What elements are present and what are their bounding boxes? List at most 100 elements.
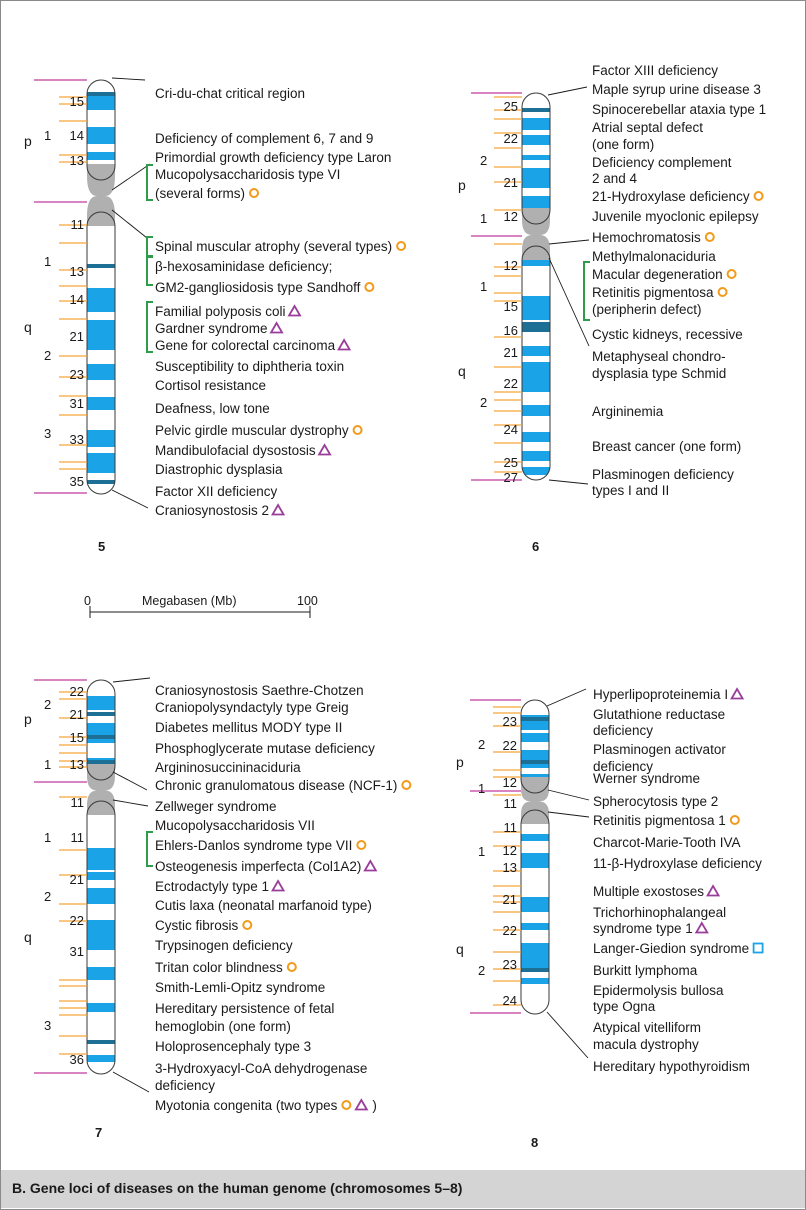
disease-label: dysplasia type Schmid — [592, 366, 726, 381]
band-label: 22 — [503, 923, 517, 938]
disease-label: Multiple exostoses — [593, 884, 704, 899]
region-number: 1 — [44, 757, 51, 772]
dark-band — [87, 735, 115, 739]
orange-circle-icon — [249, 188, 260, 198]
orange-circle-icon — [401, 780, 412, 790]
disease-label: Gardner syndrome — [155, 321, 268, 336]
euchromatin-band — [521, 750, 549, 768]
band-label: 22 — [503, 738, 517, 753]
arm-label-p: p — [24, 133, 32, 149]
euchromatin-band — [87, 920, 115, 950]
chromosome-5: 1514131113142123313335pq11235Cri-du-chat… — [24, 77, 407, 554]
euchromatin-band — [87, 1003, 115, 1012]
disease-label: Retinitis pigmentosa — [592, 285, 714, 300]
euchromatin-band — [521, 733, 549, 742]
euchromatin-band — [87, 127, 115, 144]
dark-band — [522, 108, 550, 112]
band-label: 23 — [70, 367, 84, 382]
euchromatin-band — [87, 723, 115, 743]
orange-circle-icon — [341, 1100, 352, 1110]
band-label: 13 — [503, 860, 517, 875]
disease-label: Deafness, low tone — [155, 401, 270, 416]
orange-circle-icon — [704, 232, 715, 242]
disease-label-suffix: ) — [372, 1098, 377, 1113]
locus-bracket — [583, 261, 590, 321]
disease-label: Atypical vitelliform — [593, 1020, 701, 1035]
band-label: 11 — [71, 795, 85, 810]
blue-square-icon — [752, 942, 764, 954]
disease-label: Hereditary hypothyroidism — [593, 1059, 750, 1074]
disease-label: 3-Hydroxyacyl-CoA dehydrogenase — [155, 1061, 367, 1076]
disease-label: Osteogenesis imperfecta (Col1A2) — [155, 859, 361, 874]
euchromatin-band — [522, 432, 550, 442]
band-label: 14 — [70, 128, 84, 143]
disease-label: Hereditary persistence of fetal — [155, 1001, 334, 1016]
disease-label: Pelvic girdle muscular dystrophy — [155, 423, 349, 438]
dark-band — [521, 760, 549, 764]
chromatid-outline — [520, 699, 550, 794]
dark-band — [522, 322, 550, 332]
region-number: 1 — [44, 254, 51, 269]
disease-label: (several forms) — [155, 186, 245, 201]
band-label: 11 — [71, 830, 85, 845]
euchromatin-band — [522, 296, 550, 320]
centromere — [87, 764, 115, 791]
locus-bracket — [146, 301, 153, 353]
disease-label: Chronic granulomatous disease (NCF-1) — [155, 778, 397, 793]
disease-label: Holoprosencephaly type 3 — [155, 1039, 311, 1054]
disease-label: Zellweger syndrome — [155, 799, 277, 814]
disease-label: Diastrophic dysplasia — [155, 462, 283, 477]
chromosome-7: 22211513111121223136pq211237Craniosynost… — [24, 677, 412, 1140]
orange-circle-icon — [364, 282, 375, 292]
band-label: 16 — [504, 323, 518, 338]
locus-pointer — [112, 677, 151, 683]
disease-label: Langer-Giedion syndrome — [593, 941, 749, 956]
disease-label: deficiency — [593, 759, 653, 774]
band-label: 11 — [71, 217, 85, 232]
locus-pointer — [547, 811, 590, 818]
band-label: 21 — [70, 329, 84, 344]
disease-label: types I and II — [592, 483, 669, 498]
region-number: 2 — [44, 348, 51, 363]
band-label: 23 — [503, 714, 517, 729]
euchromatin-band — [522, 405, 550, 416]
band-label: 24 — [503, 993, 517, 1008]
dark-band — [87, 480, 115, 484]
disease-label: Argininemia — [592, 404, 664, 419]
centromere — [521, 801, 549, 824]
chromosome-number: 5 — [98, 539, 105, 554]
purple-triangle-icon — [317, 443, 332, 456]
band-label: 22 — [504, 131, 518, 146]
arm-label-q: q — [456, 941, 464, 957]
band-label: 22 — [70, 684, 84, 699]
locus-pointer — [111, 77, 146, 81]
disease-label: Charcot-Marie-Tooth IVA — [593, 835, 741, 850]
locus-pointer — [547, 789, 590, 801]
band-label: 13 — [70, 264, 84, 279]
band-label: 22 — [504, 376, 518, 391]
orange-circle-icon — [753, 191, 764, 201]
orange-circle-icon — [726, 269, 737, 279]
arm-label-p: p — [456, 754, 464, 770]
band-label: 15 — [70, 94, 84, 109]
dark-band — [87, 1040, 115, 1044]
euchromatin-band — [87, 848, 115, 870]
disease-label: Gene for colorectal carcinoma — [155, 338, 336, 353]
locus-bracket — [146, 164, 153, 201]
disease-label: Primordial growth deficiency type Laron — [155, 150, 391, 165]
euchromatin-band — [522, 256, 550, 266]
region-number: 1 — [480, 211, 487, 226]
disease-label: 2 and 4 — [592, 171, 638, 186]
band-label: 22 — [70, 913, 84, 928]
orange-circle-icon — [352, 425, 363, 435]
disease-label: Spherocytosis type 2 — [593, 794, 718, 809]
disease-label: Hyperlipoproteinemia I — [593, 687, 728, 702]
disease-label: (one form) — [592, 137, 654, 152]
euchromatin-band — [87, 967, 115, 980]
band-label: 12 — [504, 209, 518, 224]
chromatid-outline — [521, 92, 551, 225]
disease-label: Deficiency of complement 6, 7 and 9 — [155, 131, 373, 146]
arm-label-q: q — [458, 363, 466, 379]
arm-label-p: p — [24, 711, 32, 727]
